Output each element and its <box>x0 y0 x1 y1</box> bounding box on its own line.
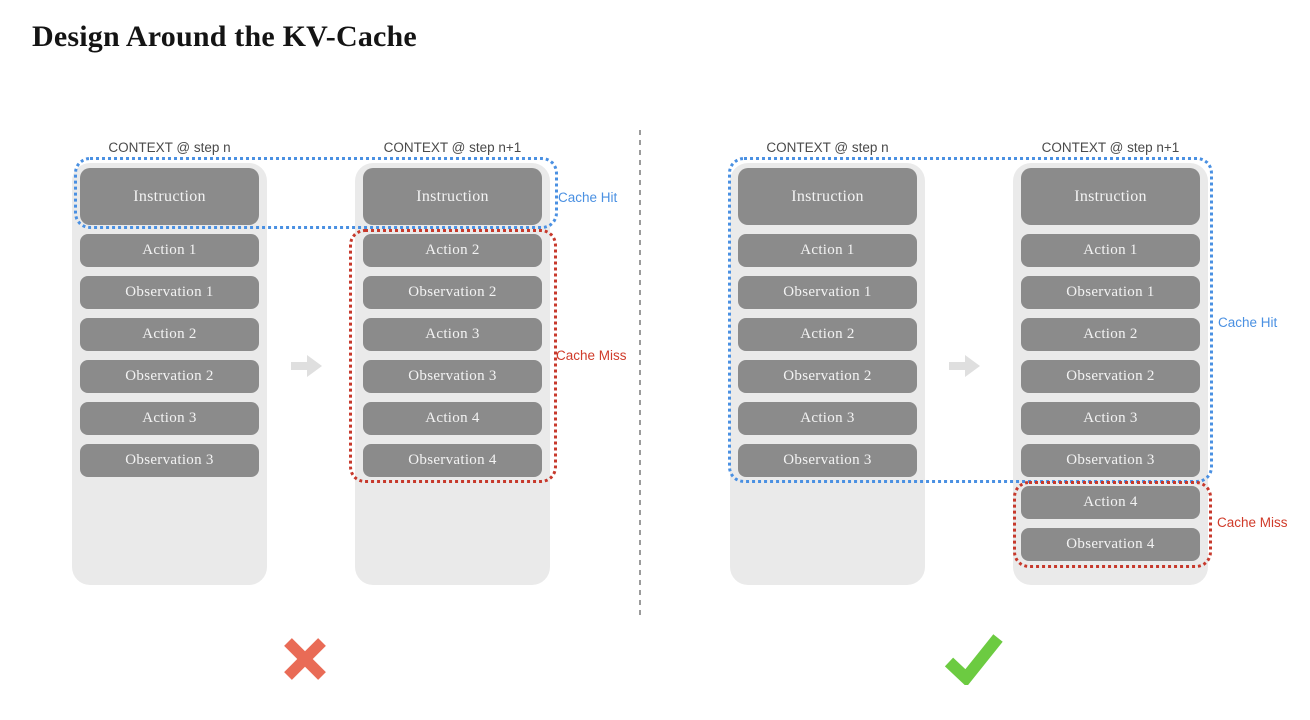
cache-hit-label: Cache Hit <box>558 190 618 205</box>
context-header-step-n: CONTEXT @ step n <box>766 140 889 155</box>
arrow-right-icon <box>291 355 322 377</box>
context-block: Action 2 <box>738 318 917 351</box>
context-block: Observation 3 <box>738 444 917 477</box>
cross-icon <box>284 638 326 680</box>
context-block: Observation 3 <box>1021 444 1200 477</box>
context-block: Observation 1 <box>1021 276 1200 309</box>
context-block: Action 2 <box>80 318 259 351</box>
context-block: Action 3 <box>80 402 259 435</box>
context-block: Instruction <box>363 168 542 225</box>
context-block: Instruction <box>1021 168 1200 225</box>
context-block: Instruction <box>738 168 917 225</box>
cache-miss-label: Cache Miss <box>1217 515 1288 530</box>
check-icon <box>944 634 1003 685</box>
context-block: Instruction <box>80 168 259 225</box>
context-block: Action 3 <box>1021 402 1200 435</box>
context-block: Observation 4 <box>1021 528 1200 561</box>
context-block: Action 4 <box>363 402 542 435</box>
context-block: Observation 2 <box>738 360 917 393</box>
section-divider <box>639 130 641 617</box>
context-header-step-n1: CONTEXT @ step n+1 <box>383 140 522 155</box>
cache-hit-label: Cache Hit <box>1218 315 1278 330</box>
context-block: Action 2 <box>363 234 542 267</box>
context-block: Observation 3 <box>80 444 259 477</box>
context-block: Action 1 <box>738 234 917 267</box>
context-block: Action 2 <box>1021 318 1200 351</box>
page-title: Design Around the KV-Cache <box>32 20 417 53</box>
context-header-step-n1: CONTEXT @ step n+1 <box>1041 140 1180 155</box>
context-block: Observation 3 <box>363 360 542 393</box>
context-block: Action 1 <box>1021 234 1200 267</box>
context-header-step-n: CONTEXT @ step n <box>108 140 231 155</box>
context-block: Observation 4 <box>363 444 542 477</box>
context-block: Action 3 <box>738 402 917 435</box>
context-block: Action 3 <box>363 318 542 351</box>
context-block: Observation 1 <box>738 276 917 309</box>
arrow-right-icon <box>949 355 980 377</box>
context-block: Observation 2 <box>80 360 259 393</box>
context-block: Observation 1 <box>80 276 259 309</box>
context-block: Observation 2 <box>1021 360 1200 393</box>
context-block: Action 4 <box>1021 486 1200 519</box>
cache-miss-label: Cache Miss <box>556 348 627 363</box>
context-block: Action 1 <box>80 234 259 267</box>
context-block: Observation 2 <box>363 276 542 309</box>
